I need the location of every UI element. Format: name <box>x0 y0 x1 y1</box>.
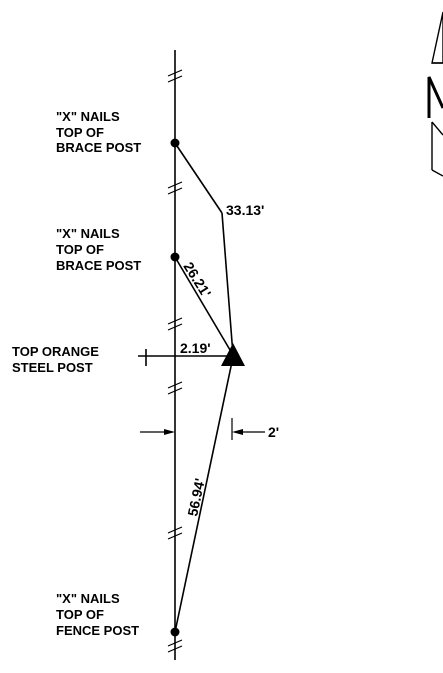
break-mark <box>167 381 183 389</box>
tie-line-lower <box>174 356 234 633</box>
break-mark <box>167 526 183 534</box>
nail-point-top <box>170 138 180 148</box>
point-label-steel-line1: TOP ORANGE <box>12 344 99 359</box>
tie-line-middle <box>174 256 234 356</box>
break-mark <box>167 181 183 189</box>
nail-point-bottom <box>170 627 180 637</box>
point-label-middle-line1: "X" NAILS <box>56 226 120 241</box>
break-mark <box>167 69 183 77</box>
point-label-bottom-line1: "X" NAILS <box>56 591 120 606</box>
point-label-steel-line2: STEEL POST <box>12 360 93 375</box>
break-mark <box>167 187 183 195</box>
dimension-lower: 56.94' <box>184 477 208 518</box>
offset-arrowhead-right <box>232 429 243 435</box>
point-label-middle-line3: BRACE POST <box>56 258 141 273</box>
point-label-bottom-line3: FENCE POST <box>56 623 139 638</box>
break-marks <box>167 69 183 653</box>
point-label-top-line3: BRACE POST <box>56 140 141 155</box>
break-mark <box>167 317 183 325</box>
break-mark <box>167 532 183 540</box>
offset-arrowhead-left <box>164 429 175 435</box>
tie-line-upper-vertical <box>221 212 234 356</box>
point-label-top-line1: "X" NAILS <box>56 109 120 124</box>
north-arrow-icon <box>427 11 443 177</box>
point-label-bottom-line2: TOP OF <box>56 607 104 622</box>
steel-post-triangle-icon <box>221 343 245 366</box>
dimension-side-offset: 2' <box>268 424 279 440</box>
break-mark <box>167 323 183 331</box>
nail-point-middle <box>170 252 180 262</box>
point-label-middle-line2: TOP OF <box>56 242 104 257</box>
dimension-offset: 2.19' <box>180 340 211 356</box>
dimension-upper: 33.13' <box>226 202 264 218</box>
break-mark <box>167 387 183 395</box>
tie-line-upper <box>174 142 223 214</box>
dimension-middle: 26.21' <box>180 259 214 300</box>
break-mark <box>167 639 183 647</box>
break-mark <box>167 75 183 83</box>
point-label-top-line2: TOP OF <box>56 125 104 140</box>
break-mark <box>167 645 183 653</box>
